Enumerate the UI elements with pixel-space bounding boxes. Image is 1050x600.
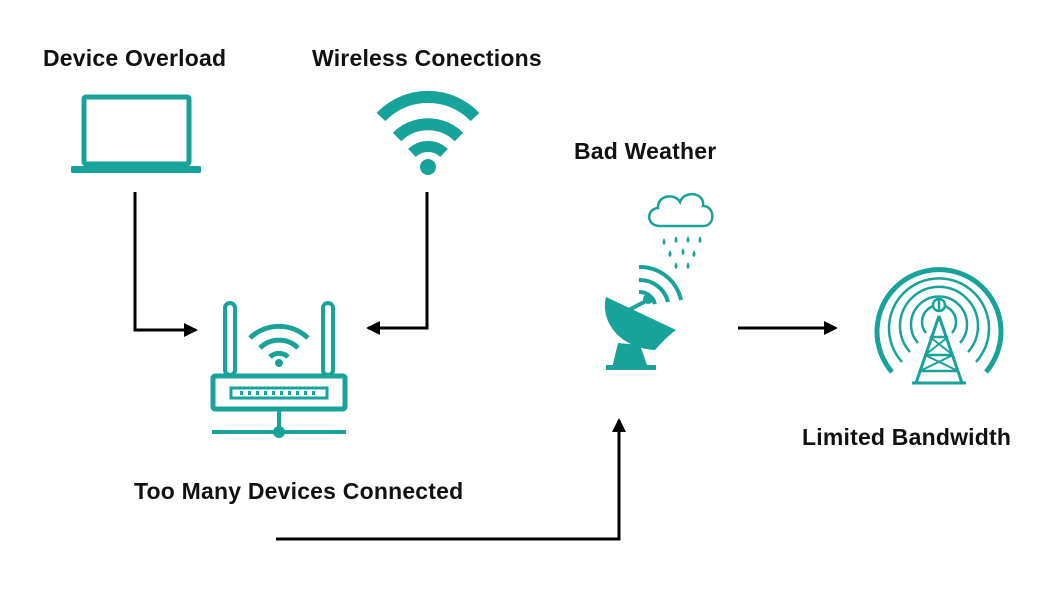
connector-wifi-to-router xyxy=(366,192,429,335)
satellite-dish-icon xyxy=(604,264,683,370)
router-icon xyxy=(210,301,348,438)
label-wireless-connections: Wireless Conections xyxy=(312,45,542,71)
broadcast-tower-icon xyxy=(874,267,1004,385)
wifi-icon xyxy=(376,90,480,175)
connector-laptop-to-router xyxy=(133,192,198,337)
laptop-icon xyxy=(71,94,201,173)
weather-cloud-icon xyxy=(648,193,714,269)
connector-router-to-dish xyxy=(276,418,626,541)
label-limited-bandwidth: Limited Bandwidth xyxy=(802,424,1012,450)
label-bad-weather: Bad Weather xyxy=(574,138,717,164)
connector-dish-to-tower xyxy=(738,321,838,335)
label-too-many-devices: Too Many Devices Connected xyxy=(134,478,464,504)
label-device-overload: Device Overload xyxy=(43,45,227,71)
